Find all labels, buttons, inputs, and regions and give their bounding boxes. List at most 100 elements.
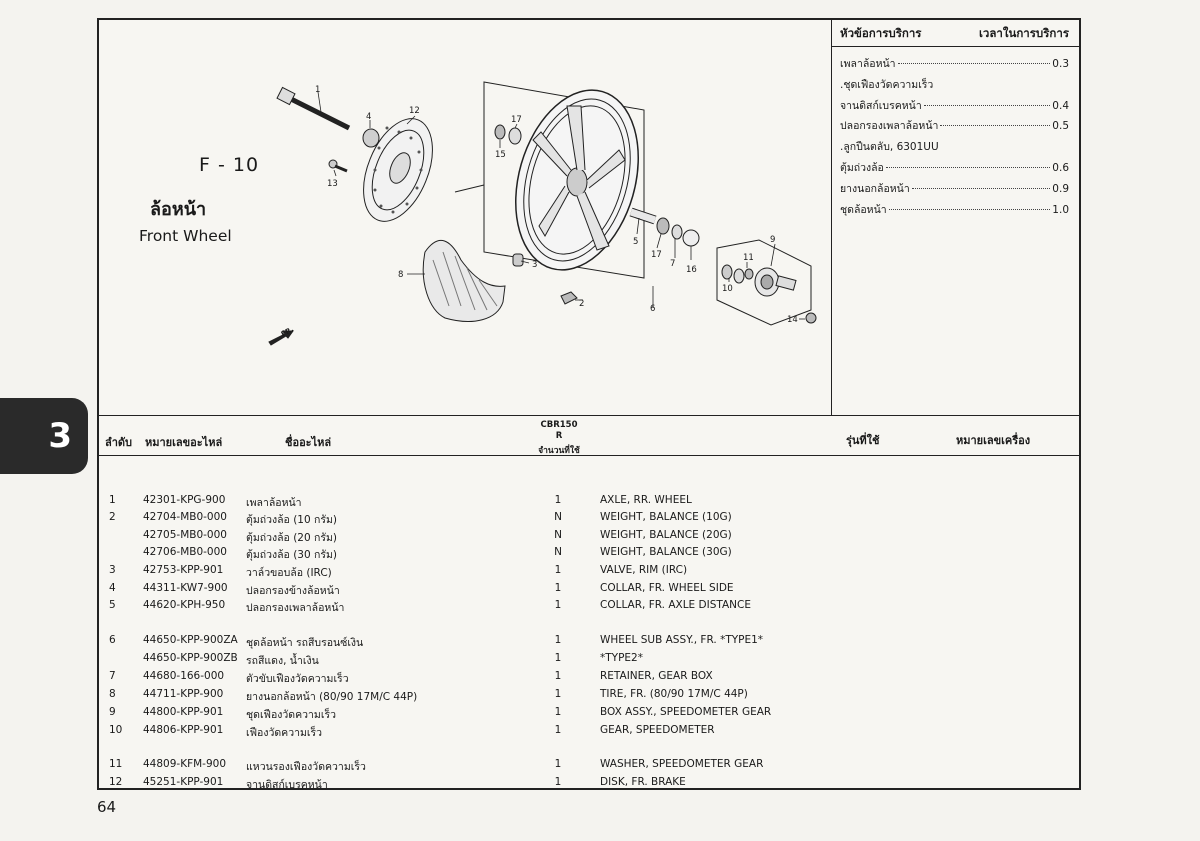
part-description: WASHER, SPEEDOMETER GEAR xyxy=(600,758,764,770)
part-number: 44650-KPP-900ZA xyxy=(143,634,238,646)
service-time-header: เวลาในการบริการ xyxy=(978,26,1069,40)
part-name-text: แหวนรองเฟืองวัดความเร็ว xyxy=(246,761,366,773)
header-part-number: หมายเลขอะไหล่ xyxy=(145,436,223,449)
speedometer-gear-box-icon xyxy=(754,267,797,297)
section-number: 3 xyxy=(48,416,72,456)
ref-number: 3 xyxy=(109,564,116,576)
part-name-text: ปลอกรองข้างล้อหน้า xyxy=(246,585,340,597)
callout-10: 10 xyxy=(722,284,733,294)
part-description: RETAINER, GEAR BOX xyxy=(600,670,713,682)
part-number: 44806-KPP-901 xyxy=(143,724,224,736)
service-item-label: จานดิสก์เบรคหน้า xyxy=(840,99,922,112)
quantity: 1 xyxy=(554,670,562,682)
quantity: 1 xyxy=(554,634,562,646)
exploded-diagram: F - 10 ล้อหน้า Front Wheel xyxy=(99,20,832,416)
part-description: COLLAR, FR. WHEEL SIDE xyxy=(600,582,734,594)
service-item: .ลูกปืนตลับ, 6301UU xyxy=(840,138,1069,159)
part-name-text: ยางนอกล้อหน้า (80/90 17M/C 44P) xyxy=(246,691,418,703)
ref-number: 7 xyxy=(109,670,116,682)
callout-8: 8 xyxy=(398,270,403,280)
ref-number: 6 xyxy=(109,634,116,646)
callout-12: 12 xyxy=(409,106,420,116)
quantity: 1 xyxy=(554,582,562,594)
quantity: 1 xyxy=(554,776,562,788)
callout-7: 7 xyxy=(670,259,675,269)
page-number: 64 xyxy=(97,798,117,816)
service-item-time: 0.3 xyxy=(1052,58,1069,70)
part-description: WEIGHT, BALANCE (10G) xyxy=(600,511,732,523)
ref-number: 9 xyxy=(109,706,116,718)
part-name-text: ปลอกรองเพลาล้อหน้า xyxy=(246,602,345,614)
part-name-text: จานดิสก์เบรคหน้า xyxy=(246,779,328,791)
part-number: 42301-KPG-900 xyxy=(143,494,226,506)
callout-11: 11 xyxy=(743,253,754,263)
part-name-text: ตุ้มถ่วงล้อ (30 กรัม) xyxy=(246,549,338,561)
service-panel-header: หัวข้อการบริการ เวลาในการบริการ xyxy=(832,20,1079,47)
part-description: VALVE, RIM (IRC) xyxy=(600,564,688,576)
table-row: 2 42704-MB0-000 ตุ้มถ่วงล้อ (10 กรัม) N WEIG… xyxy=(99,511,1079,529)
quantity: N xyxy=(554,511,562,523)
header-no: ลำดับ xyxy=(105,436,133,449)
callout-6: 6 xyxy=(650,304,655,314)
part-number: 42704-MB0-000 xyxy=(143,511,227,523)
part-number: 44620-KPH-950 xyxy=(143,599,226,611)
callout-16: 16 xyxy=(686,265,697,275)
quantity: 1 xyxy=(554,494,562,506)
quantity: 1 xyxy=(554,564,562,576)
header-engine-number: หมายเลขเครื่อง xyxy=(956,434,1031,447)
quantity: 1 xyxy=(554,706,562,718)
service-item-label: ตุ้มถ่วงล้อ xyxy=(840,161,884,174)
leader-dots xyxy=(911,187,1051,189)
callout-14: 14 xyxy=(787,315,798,325)
part-number: 44711-KPP-900 xyxy=(143,688,224,700)
ref-number: 11 xyxy=(109,758,123,770)
part-number: 44650-KPP-900ZB xyxy=(143,652,238,664)
callout-17b: 17 xyxy=(651,250,662,260)
part-name-text: ตัวขับเฟืองวัดความเร็ว xyxy=(246,673,349,685)
part-number: 44809-KFM-900 xyxy=(143,758,227,770)
service-item-time: 0.9 xyxy=(1052,182,1069,195)
part-number: 44680-166-000 xyxy=(143,670,225,682)
part-description: TIRE, FR. (80/90 17M/C 44P) xyxy=(600,688,748,700)
service-item-label: .ลูกปืนตลับ, 6301UU xyxy=(840,141,939,154)
part-description: BOX ASSY., SPEEDOMETER GEAR xyxy=(600,706,772,718)
leader-dots xyxy=(897,63,1051,64)
ref-number: 4 xyxy=(109,582,116,594)
callout-13: 13 xyxy=(327,179,338,189)
part-description: AXLE, RR. WHEEL xyxy=(600,494,692,506)
leader-dots xyxy=(940,125,1051,127)
service-item-label: ชุดล้อหน้า xyxy=(840,203,887,216)
ref-number: 10 xyxy=(109,724,123,736)
callout-1: 1 xyxy=(315,85,320,95)
wheel-side-collar-icon xyxy=(362,128,380,148)
service-item: .ชุดเฟืองวัดความเร็ว xyxy=(840,76,1069,97)
ref-number: 5 xyxy=(109,599,116,611)
quantity: 1 xyxy=(554,724,562,736)
callout-9: 9 xyxy=(770,235,775,245)
header-model: CBR150 xyxy=(540,420,578,430)
part-number: 42705-MB0-000 xyxy=(143,529,227,541)
part-name-text: ตุ้มถ่วงล้อ (10 กรัม) xyxy=(246,514,338,526)
brake-disc-icon xyxy=(363,118,433,222)
header-part-name: ชื่ออะไหล่ xyxy=(285,436,332,449)
part-description: WEIGHT, BALANCE (20G) xyxy=(600,529,732,541)
quantity: 1 xyxy=(554,652,562,664)
part-description: *TYPE2* xyxy=(600,652,643,664)
ref-number: 12 xyxy=(109,776,123,788)
ref-number: 2 xyxy=(109,511,116,523)
front-tire-icon xyxy=(422,239,506,322)
